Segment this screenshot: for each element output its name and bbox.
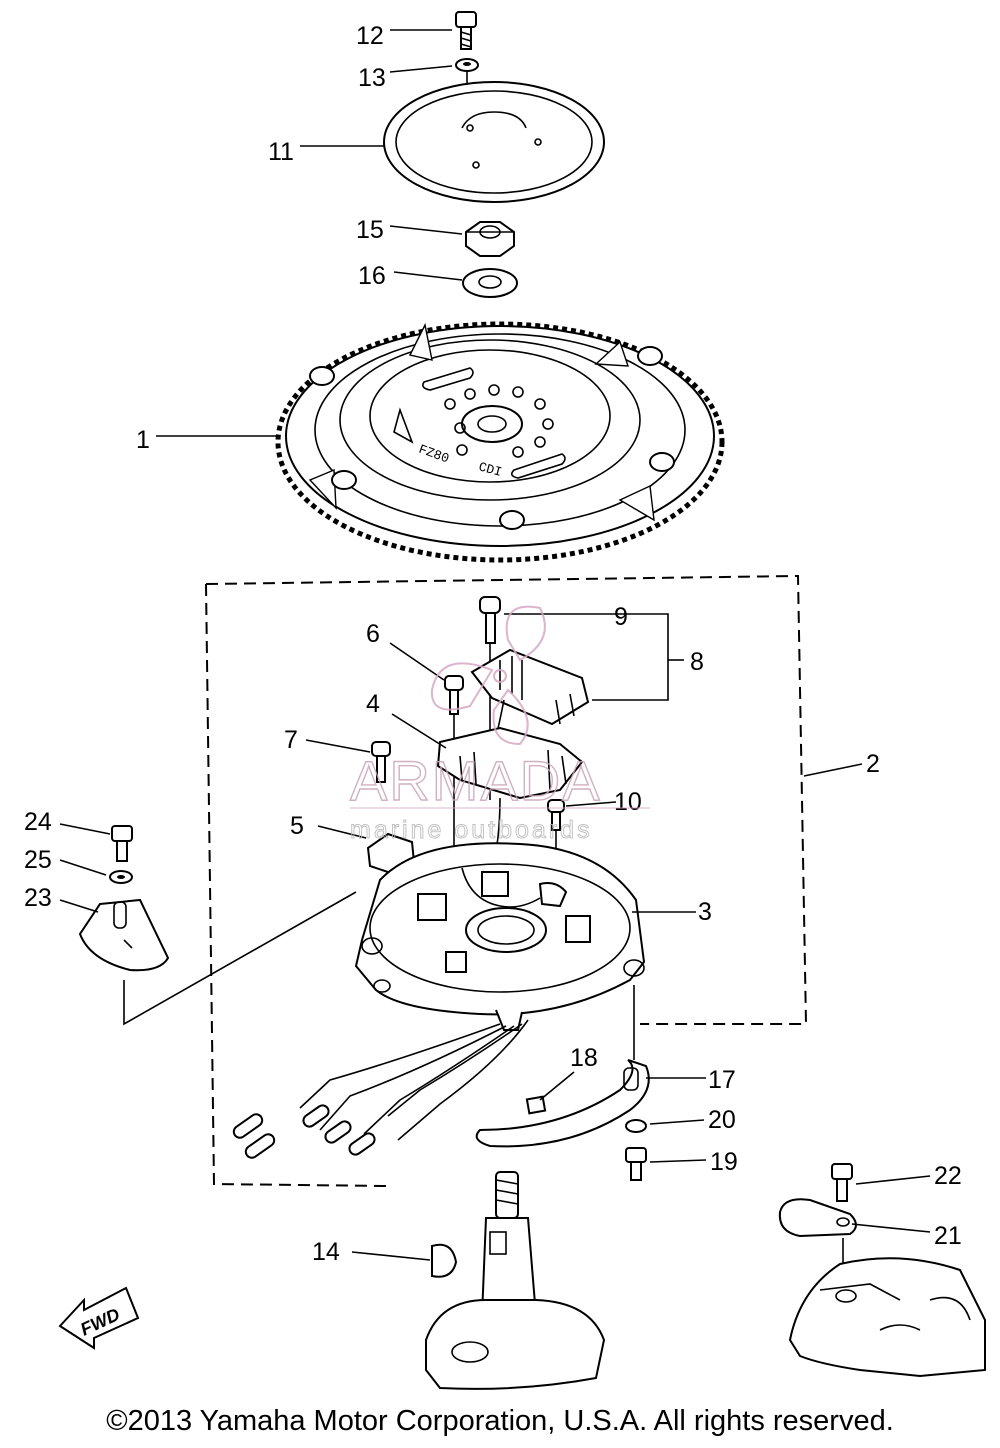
callout-12: 12: [356, 22, 384, 50]
callout-17: 17: [708, 1066, 736, 1094]
part-16-washer: [462, 268, 518, 298]
fwd-direction-arrow: FWD: [58, 1286, 140, 1350]
copyright-notice: ©2013 Yamaha Motor Corporation, U.S.A. A…: [106, 1405, 894, 1437]
part-15-nut: [465, 221, 515, 257]
callout-18: 18: [570, 1044, 598, 1072]
engine-housing: [788, 1257, 986, 1378]
callout-25: 25: [24, 846, 52, 874]
callout-10: 10: [614, 788, 642, 816]
callout-20: 20: [708, 1106, 736, 1134]
callout-23: 23: [24, 884, 52, 912]
callout-1: 1: [136, 426, 150, 454]
part-18-clip: [525, 1095, 547, 1115]
callout-5: 5: [290, 812, 304, 840]
assembly-2-outline: [205, 574, 808, 1187]
callout-7: 7: [284, 726, 298, 754]
callout-11: 11: [268, 138, 294, 166]
flywheel-type-marking: CDI: [477, 459, 503, 480]
callout-13: 13: [358, 64, 386, 92]
callout-22: 22: [934, 1162, 962, 1190]
part-25-washer: [109, 870, 133, 884]
watermark-tagline: marine outboards: [350, 816, 593, 844]
callout-21: 21: [934, 1222, 962, 1250]
part-23-bracket: [78, 891, 357, 1026]
leader-lines: [59, 29, 931, 1261]
callout-2: 2: [866, 750, 880, 778]
part-19-bolt: [625, 1147, 647, 1181]
callout-24: 24: [24, 808, 52, 836]
callout-14: 14: [312, 1238, 340, 1266]
crankshaft: [425, 1171, 606, 1390]
part-17-bracket: [475, 985, 650, 1148]
part-24-bolt: [111, 825, 133, 862]
part-4-coil: [436, 726, 584, 871]
part-22-bolt: [831, 1163, 853, 1202]
part-3-stator-base: [354, 842, 646, 1031]
part-20-washer: [625, 1119, 647, 1133]
part-1-flywheel: FZ80 CDI: [275, 321, 725, 563]
part-13-washer: [455, 58, 479, 122]
callout-19: 19: [710, 1148, 738, 1176]
callout-8: 8: [690, 648, 704, 676]
callout-6: 6: [366, 620, 380, 648]
callout-15: 15: [356, 216, 384, 244]
part-7-screw: [371, 741, 391, 783]
callout-labels: 12 13 11 15 16 1 9 8 6 4 7 2 10 5 24 25 …: [24, 22, 962, 1266]
watermark-brand: ARMADA: [350, 749, 602, 812]
armada-watermark-logo: ARMADA marine outboards: [349, 605, 650, 845]
wire-harness: [232, 1019, 529, 1159]
callout-16: 16: [358, 262, 386, 290]
callout-3: 3: [698, 898, 712, 926]
part-12-bolt: [455, 11, 477, 50]
callout-9: 9: [614, 603, 628, 631]
callout-4: 4: [366, 690, 380, 718]
part-11-cover-plate: [383, 81, 605, 203]
part-14-key: [431, 1243, 458, 1278]
